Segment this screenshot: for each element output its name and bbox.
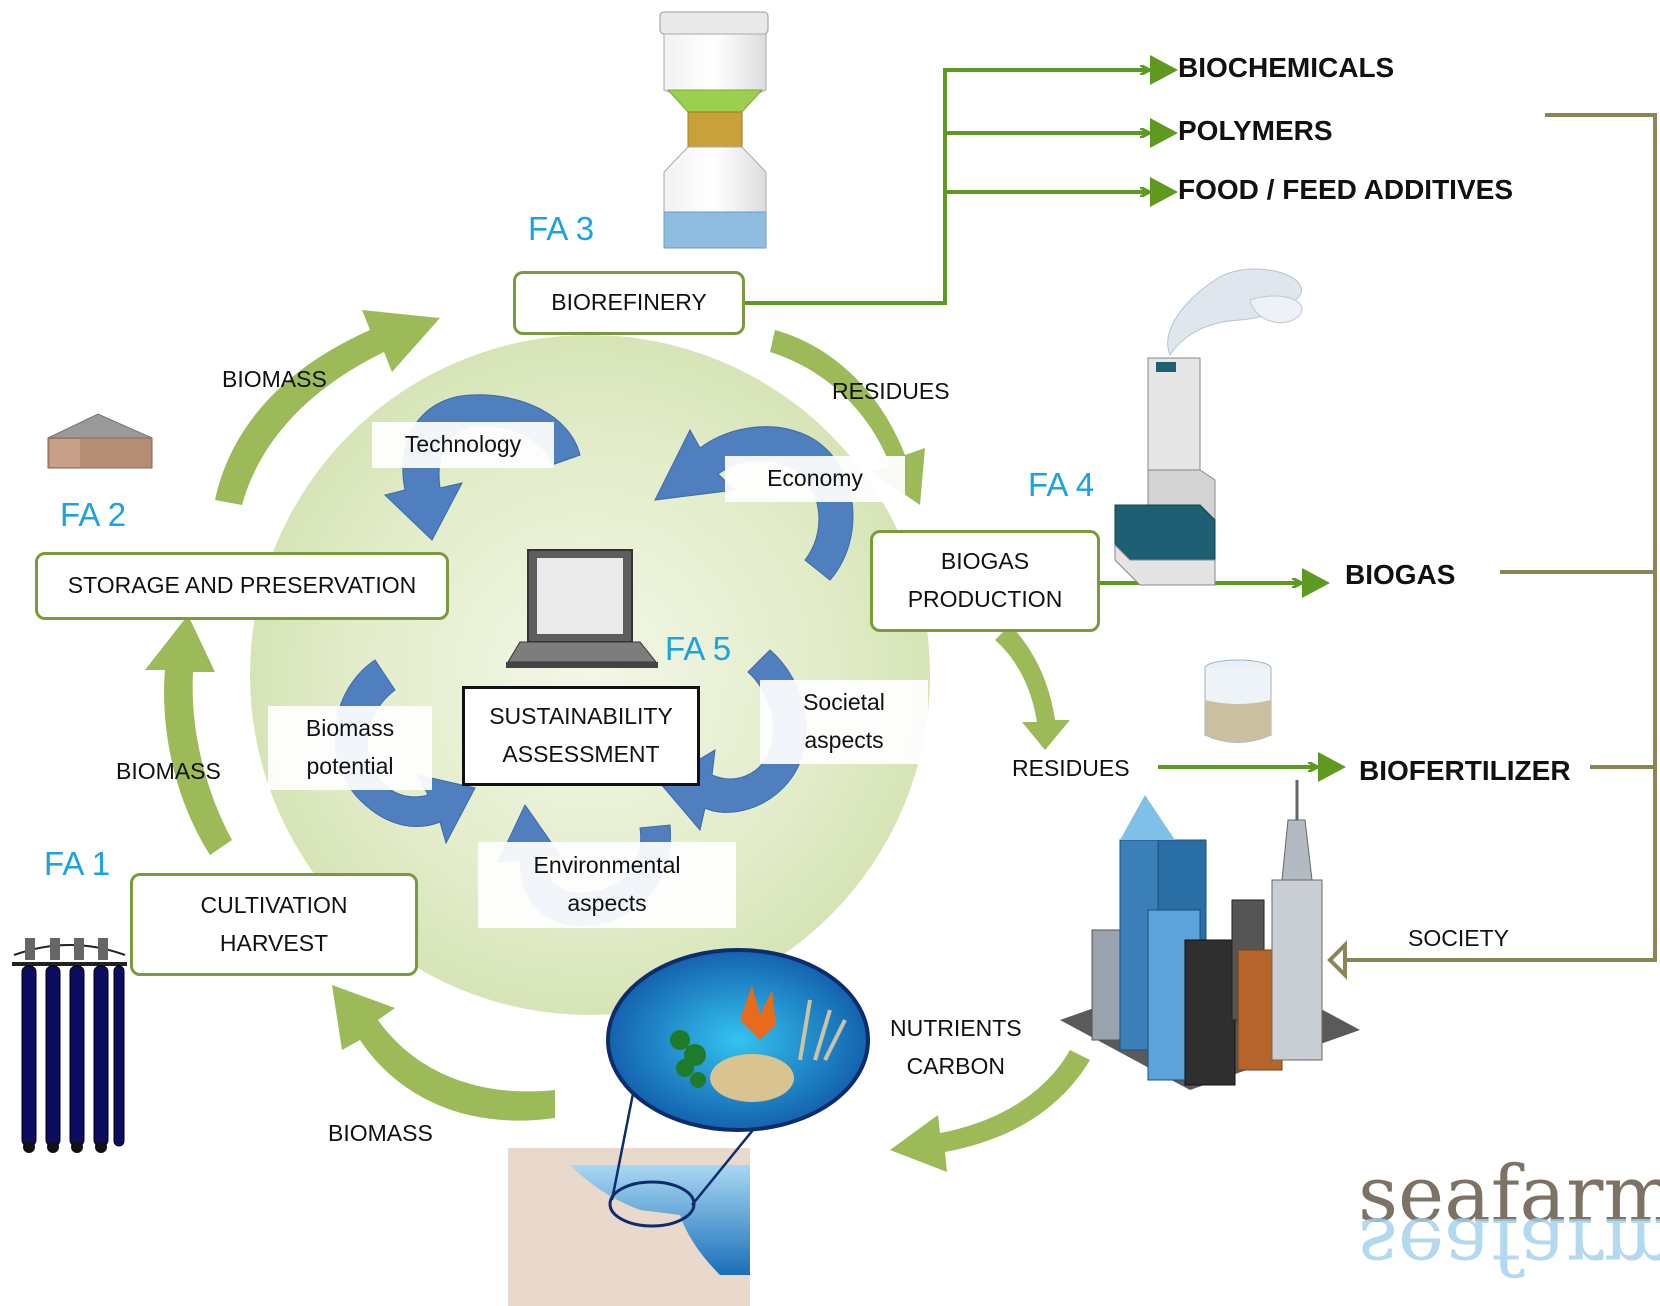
sea-cross-section-illustration (508, 948, 870, 1306)
fa3-label: FA 3 (528, 210, 595, 247)
fa1-label: FA 1 (44, 845, 111, 882)
biogas-label: BIOGAS (940, 548, 1030, 575)
societal-label: Societal (803, 689, 885, 716)
storage-preservation-box[interactable]: STORAGE AND PRESERVATION (35, 552, 449, 620)
nutrients-label: NUTRIENTS (890, 1015, 1022, 1041)
product-biofertilizer: BIOFERTILIZER (1359, 755, 1571, 786)
beaker-illustration (1204, 659, 1272, 743)
arrow-residues-to-biogas (770, 330, 925, 505)
cultivation-label: CULTIVATION (200, 891, 348, 918)
fa2-label: FA 2 (60, 496, 127, 533)
fa4-label: FA 4 (1028, 466, 1095, 503)
arrow-residues-to-biofertilizer (995, 625, 1070, 750)
production-label: PRODUCTION (907, 586, 1063, 612)
seafarm-logo: seafarm (1358, 1150, 1660, 1240)
filter-funnel-illustration (659, 11, 769, 249)
biorefinery-label: BIOREFINERY (551, 289, 707, 316)
arrow-nutrients-to-sea (890, 1050, 1090, 1172)
biomass-label-left: BIOMASS (116, 758, 221, 784)
seaweed-lines-illustration (12, 938, 127, 1153)
residues-label-top: RESIDUES (832, 378, 950, 404)
technology-label: Technology (404, 431, 522, 458)
product-biogas: BIOGAS (1345, 559, 1456, 590)
assessment-label: ASSESSMENT (502, 741, 660, 767)
laptop-illustration (506, 549, 658, 668)
topic-environmental-aspects: Environmental aspects (478, 842, 736, 928)
societal-aspects-label: aspects (804, 727, 884, 753)
seafarm-logo-reflection: seafarm (1358, 1210, 1660, 1290)
biomass-label-top: BIOMASS (222, 366, 327, 392)
topic-biomass-potential: Biomass potential (268, 706, 432, 790)
cultivation-harvest-box[interactable]: CULTIVATION HARVEST (130, 873, 418, 976)
carbon-label: CARBON (906, 1052, 1006, 1079)
biomass-label-bottom: BIOMASS (328, 1120, 433, 1146)
society-label: SOCIETY (1408, 925, 1509, 951)
storage-label: STORAGE AND PRESERVATION (67, 572, 417, 599)
biomass-potential-label-1: Biomass (305, 715, 395, 742)
residues-label-bottom: RESIDUES (1012, 755, 1130, 781)
topic-societal-aspects: Societal aspects (760, 680, 928, 764)
sustainability-assessment-box[interactable]: SUSTAINABILITY ASSESSMENT (462, 686, 700, 786)
product-food-feed-additives: FOOD / FEED ADDITIVES (1178, 174, 1513, 205)
product-lines (742, 70, 1316, 767)
harvest-label: HARVEST (219, 929, 329, 956)
sustainability-label: SUSTAINABILITY (489, 703, 673, 730)
nutrients-carbon-label: NUTRIENTS CARBON (890, 1010, 1022, 1086)
topic-technology: Technology (372, 422, 554, 468)
topic-economy: Economy (725, 456, 905, 502)
fa5-label: FA 5 (665, 630, 732, 667)
biomass-potential-label-2: potential (306, 753, 394, 779)
biogas-plant-illustration (1114, 268, 1303, 586)
biorefinery-box[interactable]: BIOREFINERY (513, 271, 745, 335)
storage-tank-illustration (47, 413, 153, 469)
environmental-label: Environmental (533, 852, 681, 879)
arrow-biomass-to-cultivation (332, 985, 555, 1121)
environmental-aspects-label: aspects (567, 890, 647, 916)
arrow-biomass-to-storage (145, 615, 232, 855)
product-arrowheads (1150, 55, 1346, 782)
product-polymers: POLYMERS (1178, 115, 1333, 146)
society-bracket (1345, 113, 1657, 962)
product-biochemicals: BIOCHEMICALS (1178, 52, 1395, 83)
cycle-arrows (145, 310, 1090, 1172)
society-arrowhead (1327, 940, 1347, 980)
arrow-biomass-to-biorefinery (215, 310, 440, 505)
biogas-production-box[interactable]: BIOGAS PRODUCTION (870, 530, 1100, 632)
economy-label: Economy (767, 465, 863, 492)
city-illustration (1060, 780, 1360, 1090)
